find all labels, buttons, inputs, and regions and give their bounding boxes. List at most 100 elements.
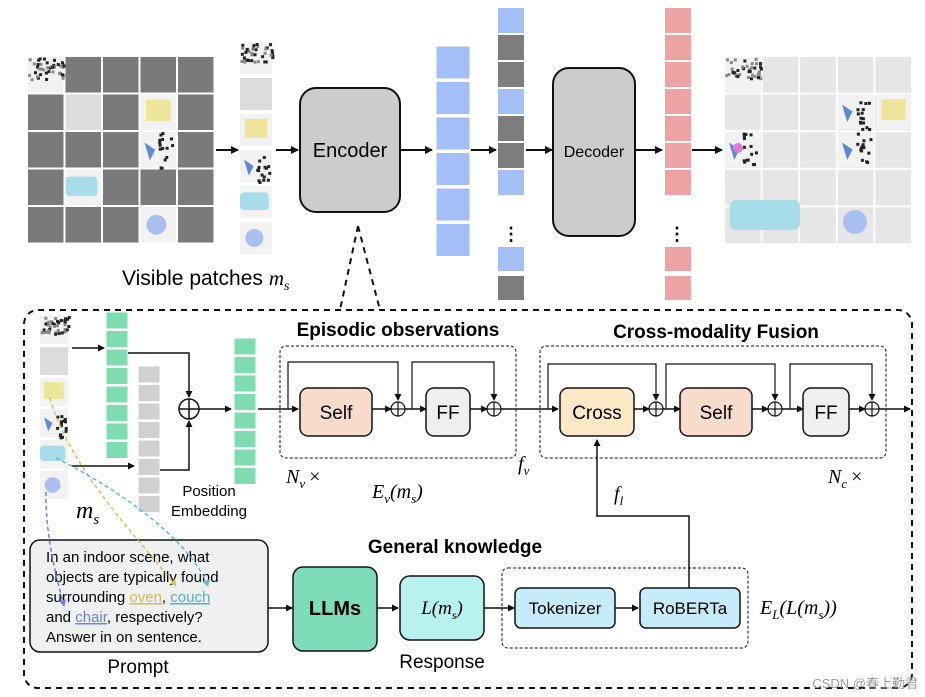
masked-patch-grid: [28, 57, 214, 243]
visible-patch: [240, 186, 272, 218]
reconstructed-patch: [875, 132, 911, 168]
reconstructed-region: [730, 200, 800, 230]
mask-token: [498, 116, 524, 141]
reconstructed-patch: [763, 57, 799, 93]
el-label: EL(L(ms)): [759, 597, 837, 622]
prompt-line-4: and chair, respectively?: [46, 609, 203, 626]
encoded-token: [436, 224, 470, 257]
position-token: [138, 385, 160, 402]
masked-patch: [103, 207, 139, 243]
masked-patch: [66, 57, 102, 93]
embedding-token: [106, 349, 128, 366]
decoded-token: [665, 8, 691, 33]
position-token: [138, 422, 160, 439]
masked-patch: [28, 207, 64, 243]
embedded-token: [234, 394, 256, 411]
decoded-token: [665, 276, 691, 300]
masked-patch: [28, 170, 64, 206]
fusion-self-label: Self: [700, 403, 733, 424]
reconstructed-patch: [876, 94, 911, 129]
fusion-ff-label: FF: [814, 403, 837, 424]
encoder-label: Encoder: [313, 140, 388, 162]
embedded-token-column: [234, 338, 256, 485]
position-embedding-label-1: Position: [182, 483, 235, 500]
decoded-token: [665, 247, 691, 271]
encoded-token: [436, 82, 470, 115]
reconstructed-patch: [875, 170, 911, 206]
reconstructed-region: [843, 210, 867, 234]
encoded-token: [436, 117, 470, 150]
embedded-token: [234, 338, 256, 355]
visible-patch: [240, 42, 274, 74]
position-token: [138, 440, 160, 457]
red-ellipsis: ⋮: [668, 224, 686, 244]
position-token: [138, 477, 160, 494]
masked-patch: [141, 57, 177, 93]
self-label: Self: [320, 403, 353, 424]
prompt-line-1: In an indoor scene, what: [46, 549, 210, 566]
nc-label: Nc×: [827, 466, 862, 491]
embedded-token: [234, 468, 256, 485]
reconstructed-region: [733, 143, 743, 153]
embedding-token: [106, 405, 128, 422]
decoded-token: [665, 116, 691, 141]
visible-patch: [141, 132, 177, 170]
fv-label: fv: [518, 453, 530, 478]
reconstructed-patch: [800, 57, 836, 93]
reconstructed-patch: [800, 207, 836, 243]
ms-patch-column: [40, 316, 71, 499]
masked-patch: [66, 207, 102, 243]
fl-label: fl: [614, 483, 624, 508]
decoded-token: [665, 62, 691, 87]
mask-token: [498, 62, 524, 87]
reconstructed-patch: [875, 57, 911, 93]
reconstructed-patch: [838, 94, 873, 131]
reconstructed-patch: [875, 207, 911, 243]
reconstructed-patch: [725, 95, 761, 131]
reconstructed-patch: [838, 57, 874, 93]
ms-patch: [40, 409, 68, 439]
watermark: CSDN @春上勤君: [812, 676, 918, 691]
embedding-token: [106, 442, 128, 459]
decoded-token: [665, 35, 691, 60]
reconstructed-patch: [763, 95, 799, 131]
embedded-token: [234, 412, 256, 429]
mask-token-column: [498, 8, 524, 300]
mask-token: [498, 35, 524, 60]
visible-patch: [28, 57, 66, 93]
reconstructed-patch: [838, 132, 873, 167]
ms-patch: [40, 378, 68, 406]
tokenizer-label: Tokenizer: [529, 599, 602, 618]
reconstructed-patch: [800, 95, 836, 131]
ms-patch: [40, 471, 68, 499]
masked-patch: [103, 132, 139, 168]
masked-patch: [141, 170, 177, 206]
embedding-token: [106, 386, 128, 403]
response-label: Response: [399, 652, 485, 673]
embedding-token: [106, 423, 128, 440]
reconstructed-patch: [725, 57, 763, 92]
patch-embedding-column: [106, 312, 128, 459]
embedding-token: [106, 368, 128, 385]
masked-patch: [178, 132, 214, 168]
roberta-label: RoBERTa: [653, 599, 728, 618]
position-token: [138, 366, 160, 383]
decoded-token-column: [665, 8, 691, 300]
zoom-line-left: [340, 226, 358, 310]
fusion-title: Cross-modality Fusion: [613, 322, 819, 343]
ff-label: FF: [436, 403, 459, 424]
visible-patches-column: [240, 42, 274, 254]
masked-patch: [28, 132, 64, 168]
masked-patch: [103, 95, 139, 131]
masked-patch: [178, 170, 214, 206]
masked-patch: [28, 95, 64, 131]
position-embedding-column: [138, 366, 160, 513]
embedding-token: [106, 331, 128, 348]
masked-patch: [178, 207, 214, 243]
visible-token: [498, 89, 524, 114]
decoded-token: [665, 89, 691, 114]
nv-label: Nv×: [285, 466, 320, 491]
embedded-token: [234, 375, 256, 392]
reconstructed-map: [725, 57, 911, 243]
visible-patch: [240, 114, 272, 146]
